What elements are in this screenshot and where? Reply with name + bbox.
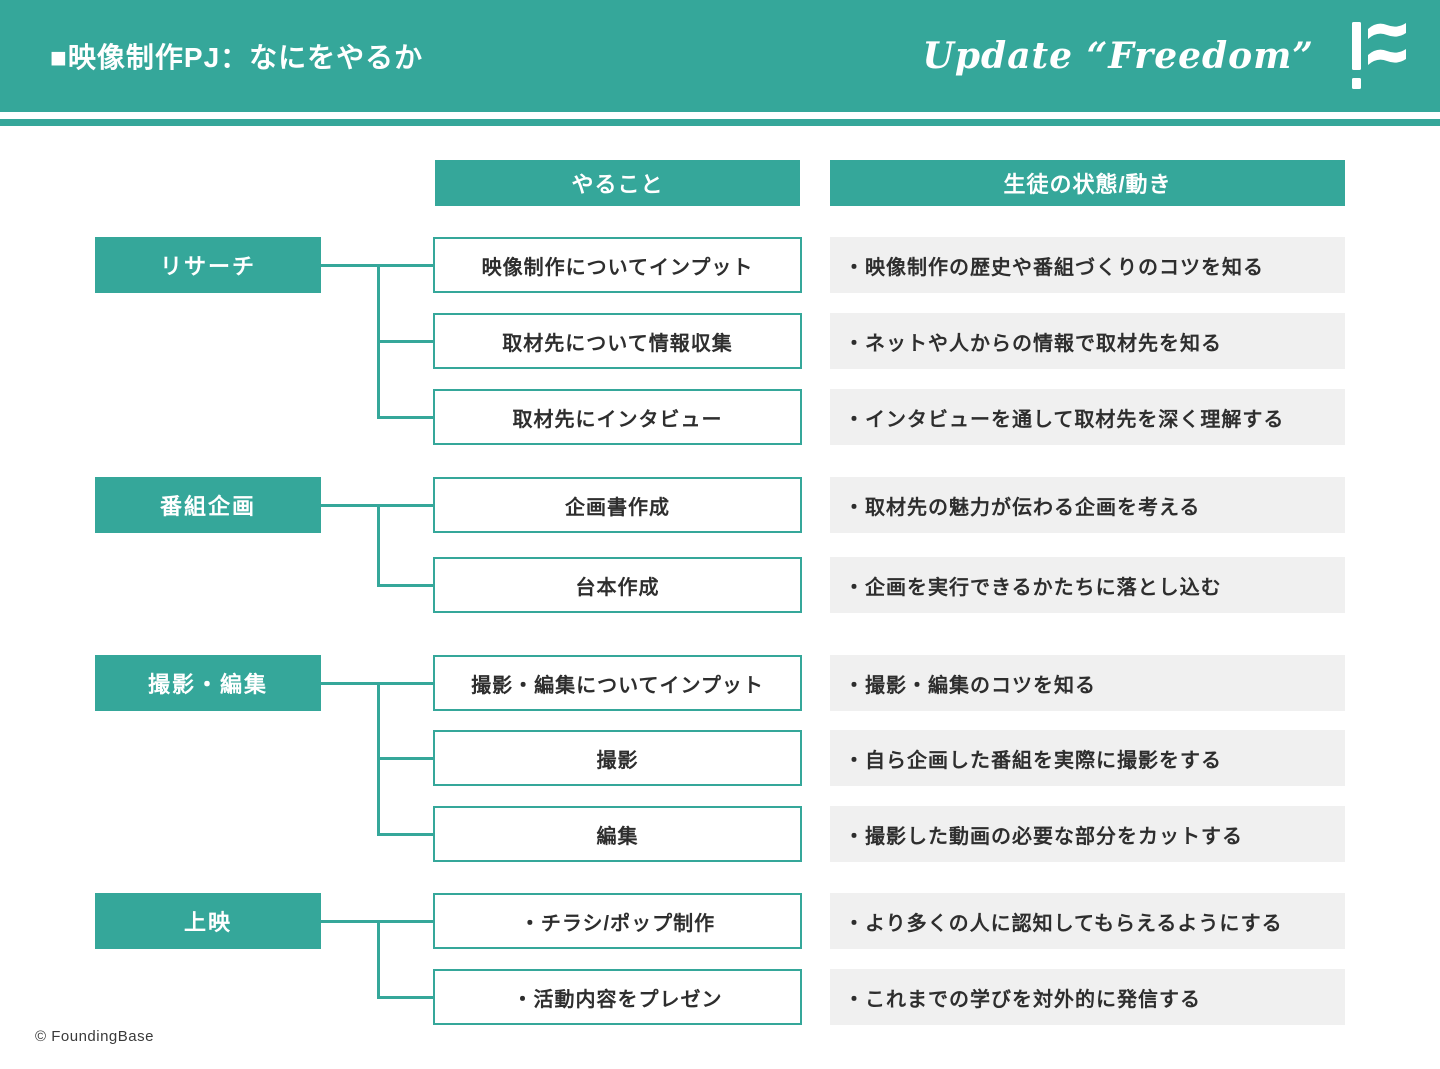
task-box-label: 映像制作についてインプット xyxy=(481,256,754,279)
phase-box: 上映 xyxy=(95,893,321,949)
connector-line xyxy=(377,756,433,760)
student-state-box: ・映像制作の歴史や番組づくりのコツを知る xyxy=(830,237,1345,293)
task-box-label: 台本作成 xyxy=(575,576,660,599)
phase-box-label: 撮影・編集 xyxy=(147,672,268,697)
header-divider-teal xyxy=(0,119,1440,126)
student-state-box: ・ネットや人からの情報で取材先を知る xyxy=(830,313,1345,369)
connector-line xyxy=(377,919,380,999)
copyright: © FoundingBase xyxy=(35,1028,154,1045)
column-header-student-state: 生徒の状態/動き xyxy=(830,160,1345,206)
task-box: 撮影・編集についてインプット xyxy=(433,655,802,711)
student-state-box-label: ・ネットや人からの情報で取材先を知る xyxy=(844,332,1222,355)
connector-line xyxy=(377,339,433,343)
student-state-box: ・撮影した動画の必要な部分をカットする xyxy=(830,806,1345,862)
header-bar: ■映像制作PJ：なにをやるか Update “Freedom” xyxy=(0,0,1440,112)
student-state-box-label: ・取材先の魅力が伝わる企画を考える xyxy=(844,496,1201,519)
phase-box-label: 上映 xyxy=(183,910,232,935)
phase-box: リサーチ xyxy=(95,237,321,293)
task-box-label: 編集 xyxy=(596,825,639,848)
connector-line xyxy=(377,583,433,587)
task-box: 映像制作についてインプット xyxy=(433,237,802,293)
header-divider-white xyxy=(0,112,1440,119)
task-box-label: 撮影 xyxy=(596,749,639,772)
student-state-box-label: ・映像制作の歴史や番組づくりのコツを知る xyxy=(844,256,1264,279)
phase-box-label: リサーチ xyxy=(159,254,256,279)
task-box-label: ・活動内容をプレゼン xyxy=(512,988,723,1011)
brand-script-text: Update “Freedom” xyxy=(922,35,1314,77)
student-state-box-label: ・自ら企画した番組を実際に撮影をする xyxy=(844,749,1222,772)
student-state-box: ・撮影・編集のコツを知る xyxy=(830,655,1345,711)
task-box-label: 撮影・編集についてインプット xyxy=(471,674,764,697)
connector-line xyxy=(377,832,433,836)
task-box: 取材先について情報収集 xyxy=(433,313,802,369)
student-state-box: ・より多くの人に認知してもらえるようにする xyxy=(830,893,1345,949)
column-header-todo: やること xyxy=(435,160,800,206)
flag-exclamation-icon xyxy=(1352,22,1406,89)
page-title: ■映像制作PJ：なにをやるか xyxy=(50,42,424,73)
task-box-label: ・チラシ/ポップ制作 xyxy=(519,912,716,935)
phase-box: 番組企画 xyxy=(95,477,321,533)
task-box-label: 取材先にインタビュー xyxy=(512,408,723,431)
student-state-box: ・インタビューを通して取材先を深く理解する xyxy=(830,389,1345,445)
task-box-label: 企画書作成 xyxy=(565,496,670,519)
brand: Update “Freedom” xyxy=(922,0,1406,112)
task-box: 取材先にインタビュー xyxy=(433,389,802,445)
task-box: ・活動内容をプレゼン xyxy=(433,969,802,1025)
student-state-box: ・これまでの学びを対外的に発信する xyxy=(830,969,1345,1025)
student-state-box-label: ・撮影・編集のコツを知る xyxy=(844,674,1096,697)
student-state-box-label: ・撮影した動画の必要な部分をカットする xyxy=(844,825,1243,848)
student-state-box: ・自ら企画した番組を実際に撮影をする xyxy=(830,730,1345,786)
student-state-box-label: ・これまでの学びを対外的に発信する xyxy=(844,988,1201,1011)
task-box: ・チラシ/ポップ制作 xyxy=(433,893,802,949)
task-box-label: 取材先について情報収集 xyxy=(502,332,733,355)
task-box: 台本作成 xyxy=(433,557,802,613)
phase-box: 撮影・編集 xyxy=(95,655,321,711)
phase-box-label: 番組企画 xyxy=(159,494,256,519)
student-state-box-label: ・企画を実行できるかたちに落とし込む xyxy=(844,576,1222,599)
connector-line xyxy=(377,415,433,419)
task-box: 企画書作成 xyxy=(433,477,802,533)
student-state-box: ・企画を実行できるかたちに落とし込む xyxy=(830,557,1345,613)
connector-line xyxy=(377,995,433,999)
connector-line xyxy=(377,503,380,587)
student-state-box-label: ・インタビューを通して取材先を深く理解する xyxy=(844,408,1285,431)
student-state-box-label: ・より多くの人に認知してもらえるようにする xyxy=(844,912,1283,935)
student-state-box: ・取材先の魅力が伝わる企画を考える xyxy=(830,477,1345,533)
task-box: 撮影 xyxy=(433,730,802,786)
task-box: 編集 xyxy=(433,806,802,862)
